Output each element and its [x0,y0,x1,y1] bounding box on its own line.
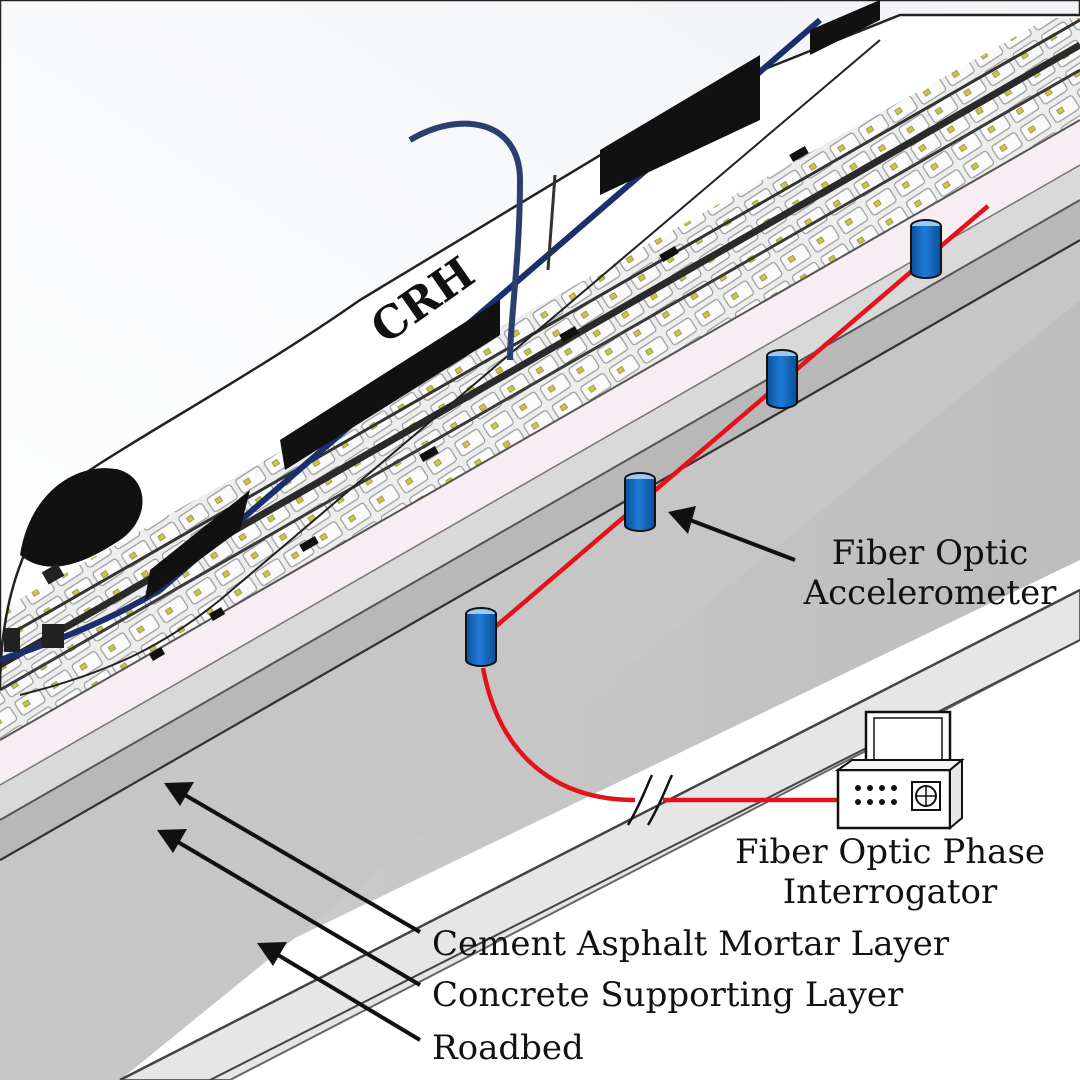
side-window [810,0,880,55]
cab-window [20,468,143,567]
interrogator-label: Fiber Optic Phase Interrogator [725,832,1055,912]
rail-base [0,68,1080,692]
side-window [280,300,500,470]
side-window [600,55,760,195]
accelerometer-sensor-icon [766,349,798,409]
car-gap [408,120,524,361]
interrogator-label-line1: Fiber Optic Phase [734,832,1046,872]
interrogator-unit-icon [834,710,965,831]
side-window [145,490,250,600]
accelerometer-label: Fiber Optic Accelerometer [800,533,1060,613]
fiber-cable [478,204,990,826]
accelerometer-sensor-icon [465,607,497,667]
arrow-icon [668,506,796,562]
roadbed [0,238,1080,1080]
coupler-cover [41,563,65,585]
roadbed-label: Roadbed [432,1028,584,1068]
concrete-supporting-layer [0,160,1080,861]
accelerometer-sensor-icon [910,219,942,279]
fiber-break-icon [626,774,674,826]
accelerometer-label-line2: Accelerometer [803,573,1057,613]
crh-train: CRH [0,0,1080,696]
arrow-icon [157,829,422,987]
accelerometer-sensor-icon [624,472,656,532]
headlight-left [4,628,20,652]
concrete-layer-label: Concrete Supporting Layer [432,975,904,1015]
cement-asphalt-mortar-layer [0,120,1080,786]
arrow-icon [257,942,422,1042]
ca-mortar-layer-label: Cement Asphalt Mortar Layer [432,924,950,964]
headlight-right [42,624,64,648]
accelerometer-label-line1: Fiber Optic [831,533,1029,573]
rail [0,18,1080,642]
interrogator-label-line2: Interrogator [782,872,998,912]
arrow-icon [164,782,422,934]
